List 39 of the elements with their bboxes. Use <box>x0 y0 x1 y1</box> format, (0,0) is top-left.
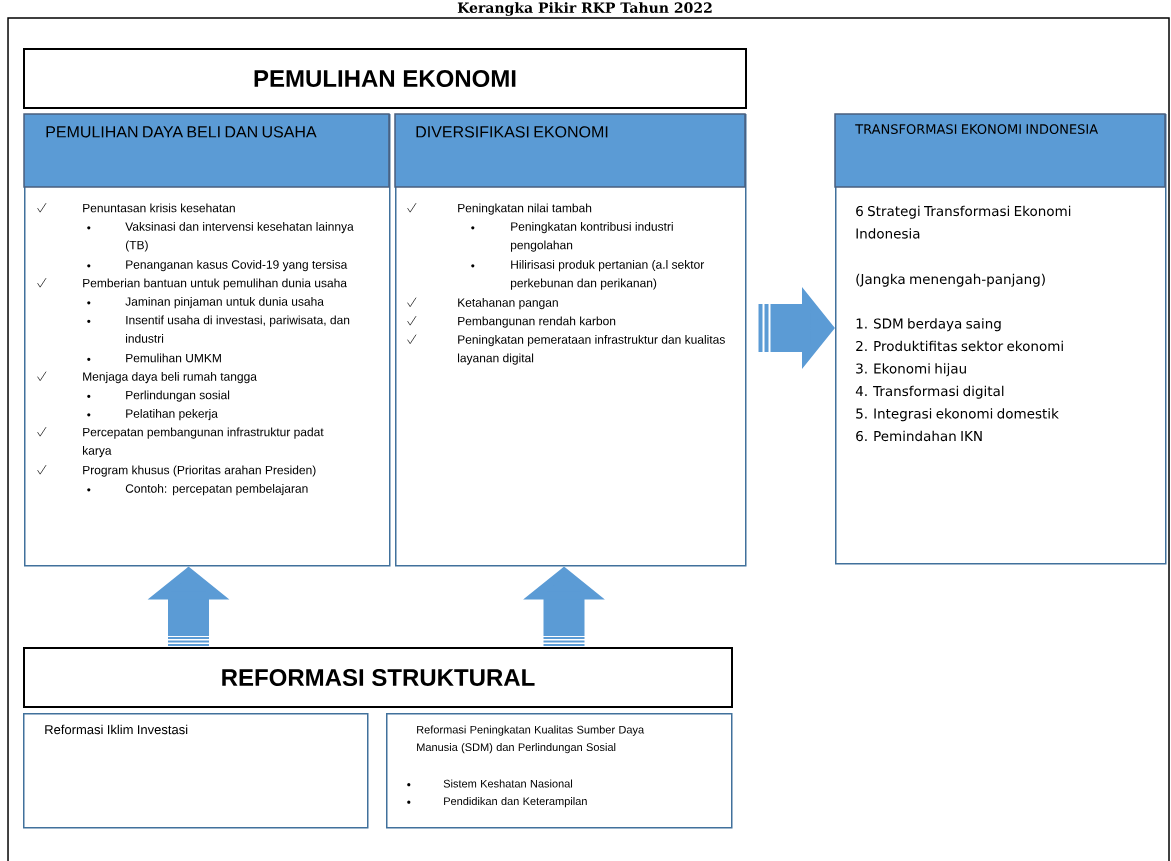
text-box <box>386 713 733 829</box>
header-band: DIVERSIFIKASI EKONOMI <box>394 113 746 188</box>
bullet-item: Pelatihan pekerja <box>87 408 218 421</box>
checklist-item: Menjaga daya beli rumah tangga <box>37 371 257 384</box>
bullet-item: Pemulihan UMKM <box>87 353 221 363</box>
checklist-item: Peningkatan pemerataan infrastruktur dan kualitas layanan digital <box>407 334 725 365</box>
paragraph: 6 Strategi Transformasi Ekonomi Indonesia <box>856 205 1071 239</box>
bullet-item: Jaminan pinjaman untuk dunia usaha <box>87 296 324 309</box>
header-band: PEMULIHAN DAYA BELI DAN USAHA <box>23 113 390 188</box>
bullet-item: Insentif usaha di investasi, pariwisata, dan industri <box>87 315 350 343</box>
bullet-item: Peningkatan kontribusi industri pengolahan <box>471 221 673 252</box>
bullet-item: Penanganan kasus Covid-19 yang tersisa <box>87 259 348 272</box>
paragraph: 5. Integrasi ekonomi domestik <box>856 408 1059 422</box>
paragraph: 3. Ekonomi hijau <box>856 363 966 377</box>
bullet-item: Sistem Keshatan Nasional <box>407 779 572 788</box>
paragraph: 1. SDM berdaya saing <box>856 318 1001 332</box>
checklist-item: Percepatan pembangunan infrastruktur padat karya <box>37 426 324 458</box>
paragraph: Reformasi Peningkatan Kualitas Sumber Daya Manusia (SDM) dan Perlindungan Sosial <box>417 725 645 754</box>
checklist-item: Peningkatan nilai tambah <box>407 202 592 215</box>
checklist-item: Ketahanan pangan <box>407 297 558 310</box>
banner-box: PEMULIHAN EKONOMI <box>23 48 747 109</box>
paragraph: Reformasi Iklim Investasi <box>45 724 188 735</box>
bullet-item: Perlindungan sosial <box>87 390 230 402</box>
text-box <box>23 713 369 829</box>
checklist-item: Penuntasan krisis kesehatan <box>37 202 235 213</box>
bullet-item: Pendidikan dan Keterampilan <box>407 797 587 808</box>
paragraph: 6. Pemindahan IKN <box>856 430 982 442</box>
banner-box: REFORMASI STRUKTURAL <box>23 647 733 708</box>
bullet-item: Hilirisasi produk pertanian (a.l sektor perkebunan dan perikanan) <box>471 259 705 290</box>
paragraph: (Jangka menengah-panjang) <box>856 273 1045 287</box>
checklist-item: Pemberian bantuan untuk pemulihan dunia usaha <box>37 277 347 290</box>
paragraph: 4. Transformasi digital <box>855 385 1004 399</box>
paragraph: 2. Produktifitas sektor ekonomi <box>856 340 1063 352</box>
title: Kerangka Pikir RKP Tahun 2022 <box>457 2 712 16</box>
checklist-item: Pembangunan rendah karbon <box>407 315 616 328</box>
header-band: TRANSFORMASI EKONOMI INDONESIA <box>834 113 1166 188</box>
bullet-item: Contoh: percepatan pembelajaran <box>87 483 308 496</box>
bullet-item: Vaksinasi dan intervensi kesehatan lainnya (TB) <box>87 221 354 252</box>
checklist-item: Program khusus (Prioritas arahan Presiden) <box>37 464 316 477</box>
